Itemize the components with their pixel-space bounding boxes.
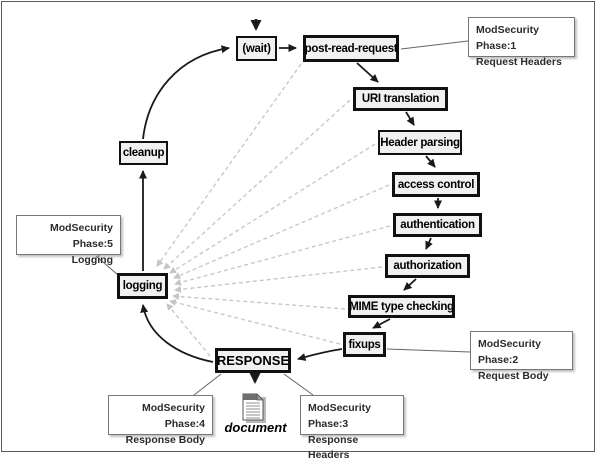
dashed-logging-arrows — [156, 63, 391, 357]
flow-box-logging: logging — [117, 273, 168, 299]
callout-phase5-line2: Logging — [71, 253, 113, 266]
callout-phase4: ModSecurity Phase:4 Response Body — [108, 395, 213, 446]
dashed-arrow-authentication-to-logging — [174, 225, 391, 286]
arrow-authorization-to-mime — [403, 278, 417, 291]
flow-box-logging-label: logging — [122, 280, 163, 292]
flow-box-uri-translation: URI translation — [353, 87, 448, 111]
flow-box-fixups: fixups — [343, 332, 386, 357]
connector-phase3 — [283, 373, 314, 396]
flow-arrows — [139, 19, 442, 384]
callout-phase3-line2: Response Headers — [308, 433, 359, 459]
callout-phase2: ModSecurity Phase:2 Request Body — [470, 331, 573, 382]
flow-box-wait-label: (wait) — [242, 42, 271, 55]
flow-box-mime-type-checking-label: MIME type checking — [349, 300, 454, 313]
flow-box-authorization: authorization — [385, 254, 470, 278]
document-label: document — [224, 420, 287, 435]
dashed-arrow-response-to-logging — [166, 303, 211, 357]
arrow-mime-to-fixups — [372, 318, 391, 329]
flow-box-uri-translation-label: URI translation — [361, 93, 440, 105]
document-icon — [242, 393, 266, 423]
flow-box-wait: (wait) — [236, 36, 277, 61]
dashed-arrow-access-to-logging — [173, 184, 390, 279]
arrow-fixups-to-response — [297, 348, 343, 361]
callout-phase1: ModSecurity Phase:1 Request Headers — [468, 17, 575, 68]
callout-phase4-line1: ModSecurity Phase:4 — [141, 402, 205, 430]
callout-phase4-line2: Response Body — [125, 433, 205, 446]
connector-phase5 — [95, 255, 119, 276]
flow-box-post-read-request: post-read-request — [303, 35, 399, 62]
arrow-authentication-to-authorization — [425, 237, 433, 250]
dashed-arrow-fixups-to-logging — [169, 299, 341, 345]
flow-box-access-control-label: access control — [397, 178, 475, 191]
flow-box-authentication: authentication — [393, 213, 482, 237]
arrow-post-read-to-uri — [356, 62, 379, 83]
callout-phase3-line1: ModSecurity Phase:3 — [308, 402, 372, 430]
callout-phase2-line2: Request Body — [478, 369, 549, 382]
callout-phase1-line2: Request Headers — [476, 55, 562, 68]
arrow-uri-to-header — [405, 111, 415, 126]
arrow-header-to-access — [425, 155, 436, 168]
callout-phase3: ModSecurity Phase:3 Response Headers — [300, 395, 404, 459]
flow-box-cleanup-label: cleanup — [122, 147, 165, 159]
callout-phase1-line1: ModSecurity Phase:1 — [476, 24, 540, 52]
dashed-arrow-header-to-logging — [169, 143, 376, 274]
callout-phase2-line1: ModSecurity Phase:2 — [478, 338, 542, 366]
flow-box-response-label: RESPONSE — [216, 353, 290, 368]
dashed-arrow-mime-to-logging — [172, 292, 346, 310]
flow-box-authentication-label: authentication — [400, 219, 475, 231]
flow-box-authorization-label: authorization — [393, 260, 462, 272]
dashed-arrow-authorization-to-logging — [174, 266, 383, 293]
connector-phase2 — [386, 348, 471, 353]
callout-phase5-line1: ModSecurity Phase:5 — [49, 222, 113, 250]
flow-box-mime-type-checking: MIME type checking — [348, 295, 455, 318]
flow-box-access-control: access control — [392, 172, 480, 197]
dashed-arrow-post-read-to-logging — [156, 63, 302, 267]
callout-phase5: ModSecurity Phase:5 Logging — [16, 215, 121, 266]
connector-phase4 — [193, 373, 222, 396]
connector-phase1 — [400, 40, 469, 50]
arrow-response-to-logging — [140, 304, 214, 363]
arrow-cleanup-to-wait — [142, 45, 230, 140]
callout-connectors — [95, 40, 471, 396]
flow-box-header-parsing-label: Header parsing — [380, 136, 460, 149]
flow-box-fixups-label: fixups — [348, 338, 381, 351]
flow-box-post-read-request-label: post-read-request — [304, 42, 398, 55]
flow-box-header-parsing: Header parsing — [378, 130, 462, 155]
flow-box-response: RESPONSE — [215, 348, 291, 373]
flow-box-cleanup: cleanup — [119, 141, 168, 165]
